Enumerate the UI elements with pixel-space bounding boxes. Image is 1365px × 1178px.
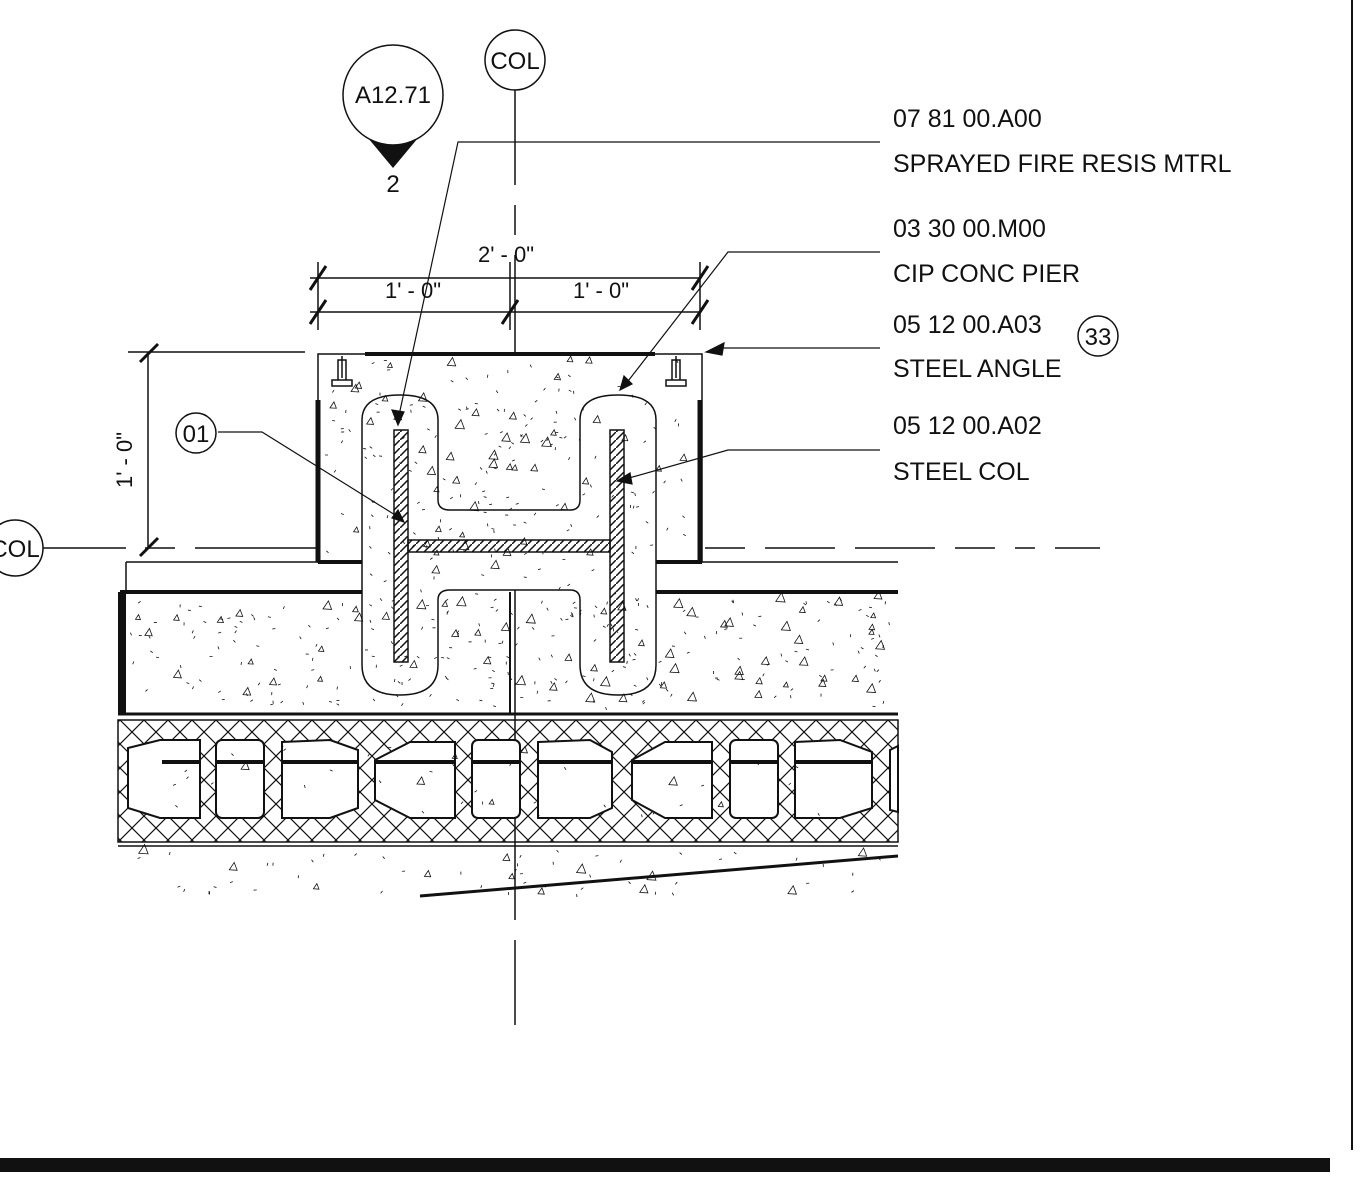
dimension-height — [128, 342, 305, 558]
steel-angle-right — [665, 356, 687, 387]
grid-label-col-top: COL — [490, 48, 539, 75]
grid-bubble-col-top: COL — [484, 29, 546, 91]
tag-33-label: 33 — [1085, 324, 1112, 351]
keynote-2-description: CIP CONC PIER — [893, 260, 1080, 288]
grid-bubble-col-left: COL — [0, 519, 44, 577]
tag-01-label: 01 — [183, 421, 210, 448]
keynote-leaders — [218, 141, 880, 524]
tag-bubble-33: 33 — [1077, 315, 1119, 357]
title-strip — [0, 1158, 1330, 1172]
keynote-4-code: 05 12 00.A02 — [893, 412, 1042, 440]
steel-angle-left — [331, 356, 353, 387]
section-detail-number: 2 — [386, 171, 399, 198]
keynote-1-code: 07 81 00.A00 — [893, 105, 1042, 133]
keynote-2-code: 03 30 00.M00 — [893, 215, 1046, 243]
section-marker: A12.71 2 — [342, 44, 444, 198]
sloped-grade-line — [419, 854, 899, 898]
keynote-3-code: 05 12 00.A03 — [893, 311, 1042, 339]
dimension-width — [308, 262, 710, 330]
keynote-1-description: SPRAYED FIRE RESIS MTRL — [893, 150, 1232, 178]
dim-overall-width: 2' - 0" — [478, 242, 534, 267]
steel-column — [393, 429, 625, 663]
keynote-4-description: STEEL COL — [893, 458, 1030, 486]
dim-height: 1' - 0" — [112, 432, 137, 488]
tag-bubble-01: 01 — [175, 412, 217, 454]
concrete-stipple — [130, 355, 890, 898]
dim-left-half: 1' - 0" — [385, 278, 441, 303]
keynote-3-description: STEEL ANGLE — [893, 355, 1062, 383]
section-sheet-number: A12.71 — [355, 82, 431, 109]
dim-right-half: 1' - 0" — [573, 278, 629, 303]
grid-label-col-left: COL — [0, 536, 40, 563]
floor-slab — [118, 561, 898, 716]
